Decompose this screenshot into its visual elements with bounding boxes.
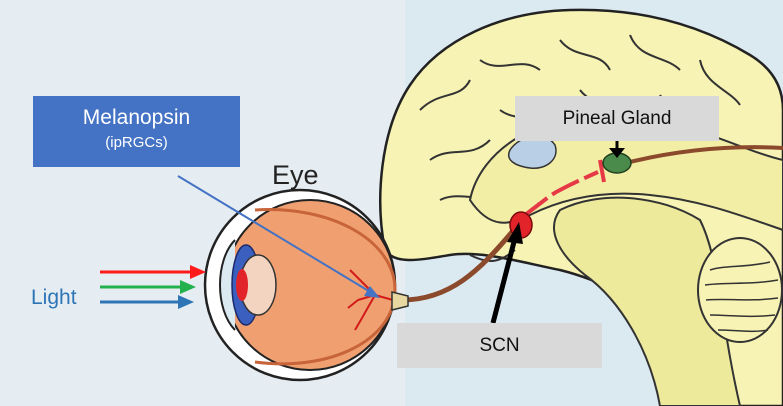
- light-rays: [100, 265, 206, 309]
- melanopsin-title: Melanopsin: [33, 104, 240, 132]
- pupil: [236, 269, 248, 301]
- melanopsin-subtitle: (ipRGCs): [33, 132, 240, 154]
- melanopsin-label-box: Melanopsin (ipRGCs): [33, 96, 240, 167]
- optic-nerve-stub: [392, 292, 408, 310]
- light-label: Light: [31, 286, 77, 310]
- cerebellum: [698, 238, 782, 342]
- scn-label: SCN: [397, 323, 602, 368]
- eye-label: Eye: [272, 160, 319, 191]
- pineal-gland-label: Pineal Gland: [515, 96, 719, 141]
